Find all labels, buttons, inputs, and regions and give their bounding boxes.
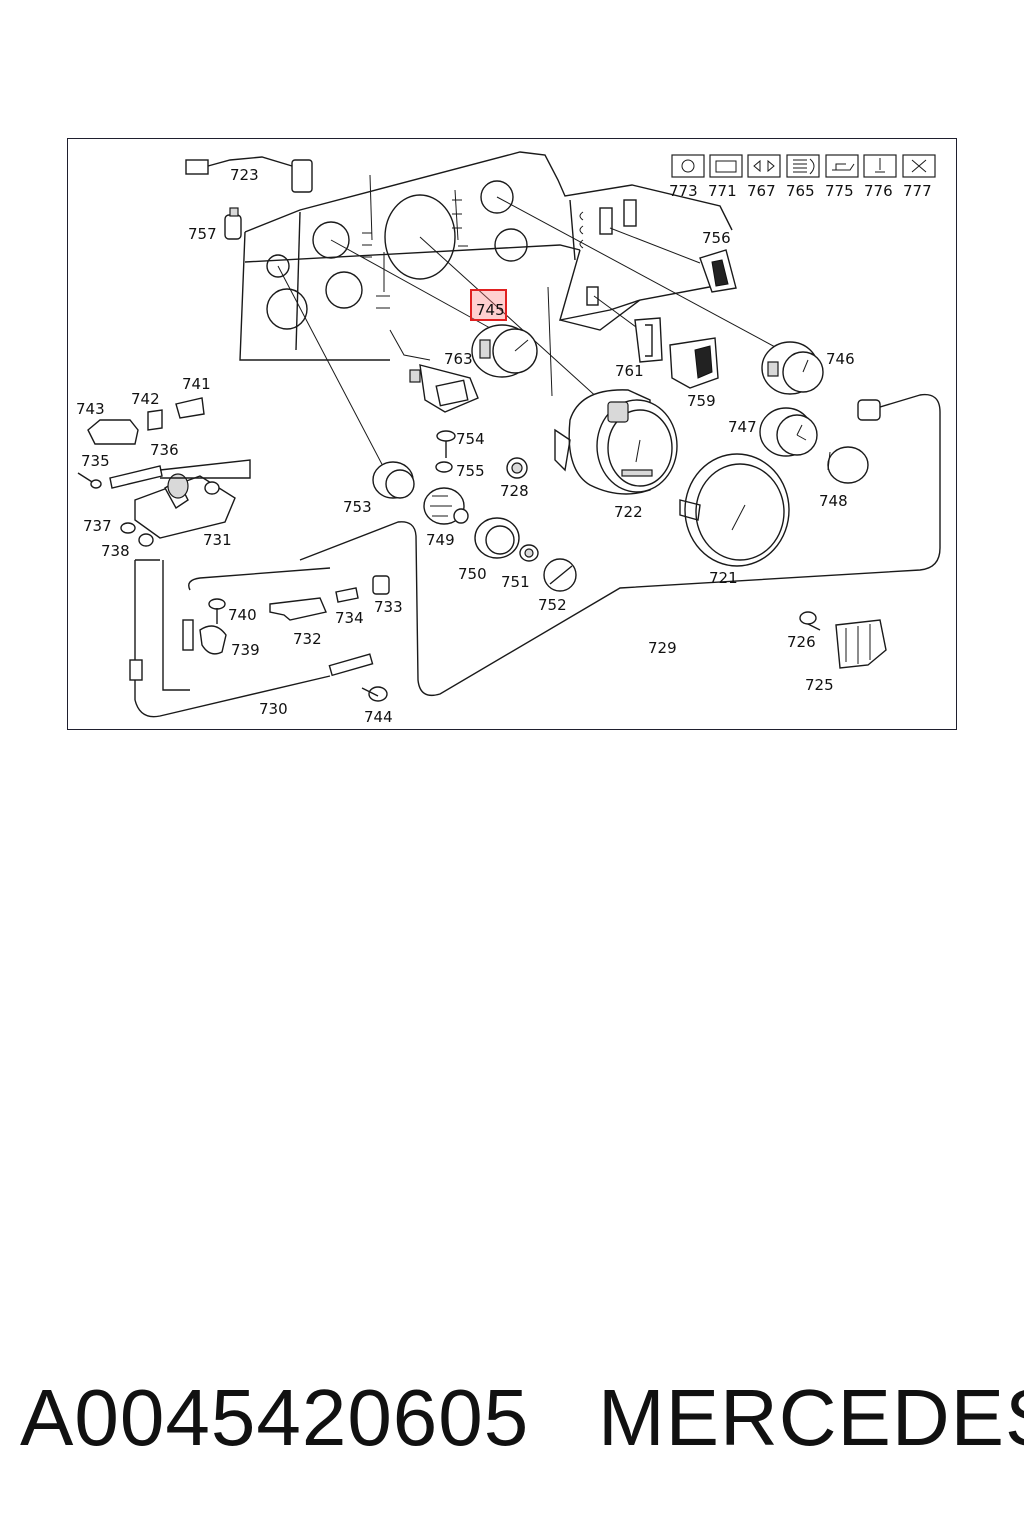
- callout-726: 726: [787, 633, 816, 651]
- callout-729: 729: [648, 639, 677, 657]
- callout-765: 765: [786, 182, 815, 200]
- warning-lamp-icons: [671, 154, 936, 178]
- screw-735: [77, 472, 102, 489]
- callout-733: 733: [374, 598, 403, 616]
- callout-777: 777: [903, 182, 932, 200]
- clip-743: [87, 419, 139, 445]
- callout-754: 754: [456, 430, 485, 448]
- washer-755: [435, 461, 453, 473]
- gauge-722: [554, 389, 678, 495]
- nut-738: [138, 533, 154, 547]
- callout-751: 751: [501, 573, 530, 591]
- ring-750: [474, 517, 520, 559]
- fitting-732: [269, 597, 327, 621]
- ring-753: [372, 461, 415, 499]
- connector-723: [185, 156, 313, 193]
- cap-748: [827, 446, 869, 484]
- callout-730: 730: [259, 700, 288, 718]
- bulb-757: [224, 207, 242, 240]
- parts-diagram: 723 757 745 763 761 756 759 746 743 742 …: [76, 151, 941, 726]
- speedometer-721: [679, 453, 790, 567]
- bracket-725: [835, 619, 887, 669]
- callout-759: 759: [687, 392, 716, 410]
- callout-749: 749: [426, 531, 455, 549]
- rocker-switch-756: [699, 249, 737, 293]
- callout-734: 734: [335, 609, 364, 627]
- leader-lines: [277, 196, 791, 471]
- part-number: A0045420605: [20, 1373, 530, 1462]
- callout-771: 771: [708, 182, 737, 200]
- callout-746: 746: [826, 350, 855, 368]
- callout-737: 737: [83, 517, 112, 535]
- knob-752: [543, 558, 577, 592]
- oil-pressure-icon-775: [825, 154, 859, 178]
- callout-747: 747: [728, 418, 757, 436]
- callout-775: 775: [825, 182, 854, 200]
- callout-723: 723: [230, 166, 259, 184]
- callout-763: 763: [444, 350, 473, 368]
- callout-740: 740: [228, 606, 257, 624]
- callout-756: 756: [702, 229, 731, 247]
- callout-753: 753: [343, 498, 372, 516]
- callout-742: 742: [131, 390, 160, 408]
- callout-722: 722: [614, 503, 643, 521]
- callout-741: 741: [182, 375, 211, 393]
- bolt-740: [208, 598, 226, 624]
- callout-744: 744: [364, 708, 393, 726]
- dashboard-outline: [239, 151, 733, 361]
- callout-739: 739: [231, 641, 260, 659]
- callout-752: 752: [538, 596, 567, 614]
- callout-735: 735: [81, 452, 110, 470]
- pipe-harness: [129, 459, 374, 718]
- gauge-747: [759, 407, 818, 457]
- gauge-746: [761, 341, 824, 395]
- washer-737: [120, 522, 136, 534]
- callout-755: 755: [456, 462, 485, 480]
- clip-742: [147, 409, 163, 431]
- switch-763: [409, 364, 479, 413]
- nut-751: [519, 544, 539, 562]
- fitting-733: [372, 575, 390, 595]
- screw-726: [799, 611, 821, 631]
- gauge-745: [471, 324, 538, 378]
- callout-732: 732: [293, 630, 322, 648]
- callout-748: 748: [819, 492, 848, 510]
- callout-757: 757: [188, 225, 217, 243]
- callout-728: 728: [500, 482, 529, 500]
- callout-761: 761: [615, 362, 644, 380]
- warning-icon-773: [671, 154, 705, 178]
- nut-728: [506, 457, 528, 479]
- brand-name: MERCEDES: [598, 1373, 1024, 1462]
- highlight-box-745: [470, 289, 507, 321]
- callout-743: 743: [76, 400, 105, 418]
- parts-diagram-frame: [67, 138, 957, 730]
- callout-745: 745: [476, 301, 505, 319]
- regulator-731: [134, 473, 236, 539]
- clamp-739: [199, 625, 227, 655]
- rocker-switch-759: [669, 337, 719, 389]
- bracket-736: [109, 465, 163, 489]
- callout-731: 731: [203, 531, 232, 549]
- callout-738: 738: [101, 542, 130, 560]
- clip-741: [175, 397, 205, 419]
- callout-750: 750: [458, 565, 487, 583]
- cable-729: [299, 393, 941, 697]
- battery-icon-771: [709, 154, 743, 178]
- callout-773: 773: [669, 182, 698, 200]
- screw-754: [436, 430, 456, 458]
- turn-signal-icon-767: [747, 154, 781, 178]
- callout-776: 776: [864, 182, 893, 200]
- switch-761: [634, 317, 663, 363]
- callout-labels: 723 757 745 763 761 756 759 746 743 742 …: [76, 166, 932, 726]
- callout-725: 725: [805, 676, 834, 694]
- switch-749: [423, 487, 469, 525]
- callout-721: 721: [709, 569, 738, 587]
- bolt-744: [361, 686, 388, 702]
- callout-767: 767: [747, 182, 776, 200]
- callout-736: 736: [150, 441, 179, 459]
- fitting-734: [335, 587, 359, 603]
